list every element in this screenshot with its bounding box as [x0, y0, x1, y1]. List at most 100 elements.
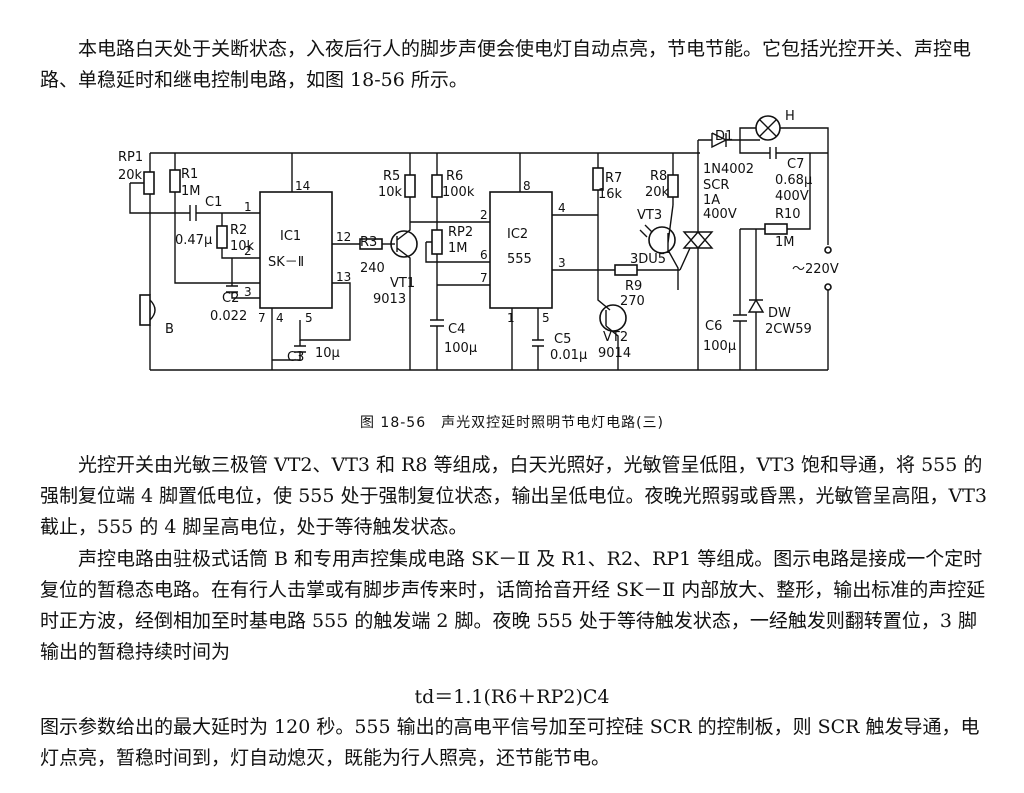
svg-text:VT3: VT3 — [637, 208, 662, 223]
svg-text:1: 1 — [244, 200, 252, 214]
svg-text:2CW59: 2CW59 — [765, 322, 812, 337]
svg-text:VT2: VT2 — [603, 330, 628, 345]
svg-text:13: 13 — [336, 270, 351, 284]
vt3-phototransistor — [648, 226, 676, 254]
svg-text:0.01μ: 0.01μ — [550, 348, 587, 363]
r10-resistor — [764, 223, 788, 235]
sound-control-paragraph: 声控电路由驻极式话筒 B 和专用声控集成电路 SK－Ⅱ 及 R1、R2、RP1 … — [40, 548, 986, 663]
label-ic1: IC1 — [280, 229, 301, 244]
svg-text:12: 12 — [336, 230, 351, 244]
c1-capacitor — [189, 205, 197, 221]
svg-text:4: 4 — [558, 201, 566, 215]
ic1-block — [259, 191, 333, 309]
svg-text:9013: 9013 — [373, 292, 406, 307]
figure-caption: 图 18-56 声光双控延时照明节电灯电路(三) — [359, 415, 665, 431]
svg-text:C2: C2 — [222, 291, 239, 306]
svg-text:0.68μ: 0.68μ — [775, 173, 812, 188]
svg-text:555: 555 — [507, 252, 532, 267]
svg-text:R6: R6 — [446, 169, 463, 184]
svg-text:R8: R8 — [650, 169, 667, 184]
svg-text:3: 3 — [244, 285, 252, 299]
svg-text:5: 5 — [305, 311, 313, 325]
svg-text:1A: 1A — [703, 193, 720, 208]
svg-text:SCR: SCR — [703, 178, 729, 193]
svg-text:100k: 100k — [442, 185, 475, 200]
label-mains: ～220V — [792, 262, 839, 277]
conclusion-paragraph: 图示参数给出的最大延时为 120 秒。555 输出的高电平信号加至可控硅 SCR… — [40, 716, 980, 769]
svg-text:R3: R3 — [360, 235, 377, 250]
svg-text:100μ: 100μ — [444, 341, 477, 356]
svg-text:16k: 16k — [598, 187, 623, 202]
r5-resistor — [404, 174, 416, 198]
svg-text:R10: R10 — [775, 207, 801, 222]
svg-text:10k: 10k — [230, 239, 255, 254]
svg-text:3: 3 — [558, 256, 566, 270]
svg-text:10k: 10k — [378, 185, 403, 200]
svg-text:R7: R7 — [605, 171, 622, 186]
r2-resistor — [216, 225, 228, 249]
svg-text:400V: 400V — [703, 207, 737, 222]
svg-text:3DU5: 3DU5 — [630, 252, 666, 267]
svg-text:400V: 400V — [775, 189, 809, 204]
svg-text:1: 1 — [507, 311, 515, 325]
svg-text:14: 14 — [295, 179, 310, 193]
svg-text:R9: R9 — [625, 279, 642, 294]
svg-text:1N4002: 1N4002 — [703, 162, 754, 177]
svg-text:0.47μ: 0.47μ — [175, 233, 212, 248]
r6-resistor — [431, 174, 443, 198]
svg-text:SK－Ⅱ: SK－Ⅱ — [268, 255, 304, 270]
dw-zener — [747, 298, 765, 370]
svg-text:20k: 20k — [118, 168, 143, 183]
label-ic2: IC2 — [507, 227, 528, 242]
microphone — [139, 294, 151, 326]
svg-text:1M: 1M — [181, 184, 201, 199]
label-rp1: RP1 — [118, 150, 143, 165]
intro-paragraph: 本电路白天处于关断状态，入夜后行人的脚步声便会使电灯自动点亮，节电节能。它包括光… — [40, 38, 972, 91]
r8-resistor — [667, 174, 679, 198]
svg-text:R1: R1 — [181, 167, 198, 182]
svg-text:RP2: RP2 — [448, 225, 473, 240]
svg-text:240: 240 — [360, 261, 385, 276]
svg-text:C3: C3 — [287, 350, 304, 365]
svg-text:C6: C6 — [705, 319, 722, 334]
svg-text:9014: 9014 — [598, 346, 631, 361]
svg-text:2: 2 — [480, 208, 488, 222]
c7-capacitor — [769, 147, 828, 159]
svg-text:4: 4 — [276, 311, 284, 325]
svg-text:DW: DW — [768, 306, 791, 321]
vt1-transistor — [390, 230, 418, 258]
svg-text:270: 270 — [620, 294, 645, 309]
ic2-block — [489, 191, 553, 309]
svg-text:7: 7 — [480, 271, 488, 285]
svg-text:2: 2 — [244, 244, 252, 258]
svg-text:C4: C4 — [448, 322, 465, 337]
svg-text:B: B — [165, 322, 174, 337]
svg-text:C7: C7 — [787, 157, 804, 172]
svg-text:100μ: 100μ — [703, 339, 736, 354]
rp1-resistor — [143, 171, 155, 195]
svg-text:C1: C1 — [205, 195, 222, 210]
c4-capacitor — [430, 319, 444, 370]
svg-text:1M: 1M — [775, 235, 795, 250]
svg-text:D1: D1 — [715, 129, 733, 144]
svg-text:5: 5 — [542, 311, 550, 325]
svg-text:7: 7 — [258, 311, 266, 325]
light-control-paragraph: 光控开关由光敏三极管 VT2、VT3 和 R8 等组成，白天光照好，光敏管呈低阻… — [40, 454, 987, 538]
svg-text:H: H — [785, 109, 795, 124]
svg-text:6: 6 — [480, 248, 488, 262]
svg-text:C5: C5 — [554, 332, 571, 347]
svg-text:VT1: VT1 — [390, 276, 415, 291]
svg-text:R5: R5 — [383, 169, 400, 184]
svg-text:8: 8 — [523, 179, 531, 193]
svg-text:0.022: 0.022 — [210, 309, 247, 324]
delay-formula: td＝1.1(R6＋RP2)C4 — [414, 686, 610, 708]
svg-text:R2: R2 — [230, 223, 247, 238]
svg-text:1M: 1M — [448, 241, 468, 256]
svg-text:20k: 20k — [645, 185, 670, 200]
svg-text:10μ: 10μ — [315, 346, 340, 361]
r1-resistor — [169, 169, 181, 193]
rp2-resistor — [431, 229, 443, 255]
scr-thyristor — [682, 230, 714, 250]
c6-capacitor — [733, 314, 747, 370]
